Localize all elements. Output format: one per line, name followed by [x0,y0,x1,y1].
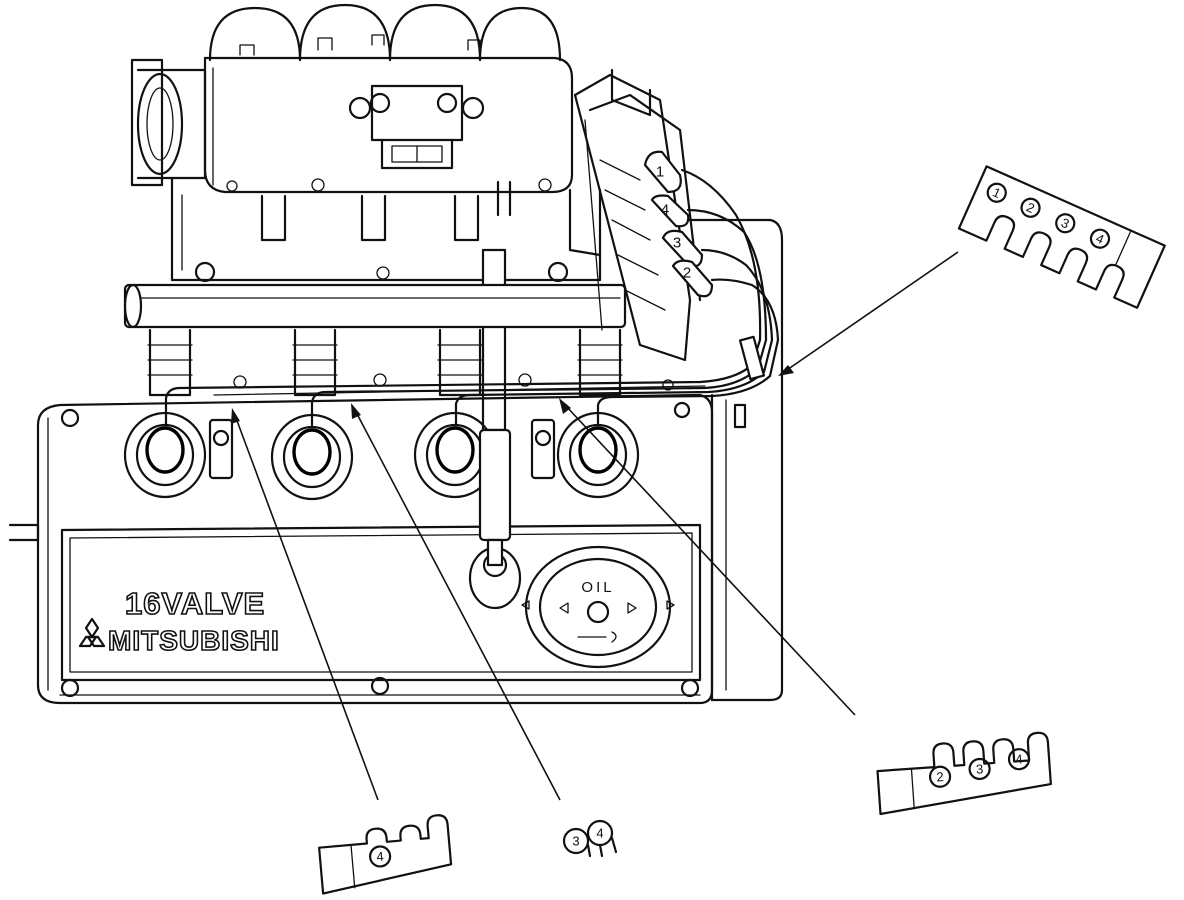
holder-br-label-4: 4 [1015,751,1023,766]
leader-lines [231,251,959,801]
intake-manifold [130,3,602,432]
arrowhead-bottom-center-icon [351,403,361,419]
leader-top-right [783,251,959,373]
dipstick-handle [468,428,522,610]
cover-text-mitsubishi: MITSUBISHI [108,625,280,656]
arrowhead-bottom-right-icon [559,398,571,414]
holder-br-label-2: 2 [936,769,944,784]
arrowhead-top-right-icon [778,365,794,376]
coil-terminal-1-label: 1 [656,164,664,181]
coil-terminal-3-label: 3 [673,235,681,252]
valve-cover-branding: 16VALVE MITSUBISHI [78,585,280,657]
cover-text-16valve: 16VALVE [125,586,265,621]
spark-plug-wires [164,168,780,427]
fuel-injectors [147,328,623,397]
clip-label-4: 4 [596,826,603,841]
wire-holder-top-right: 1 2 3 4 [957,165,1166,309]
spark-plug-well-1 [123,411,207,499]
oil-cap-label: OIL [581,579,614,596]
wire-clip-bottom-center: 3 4 [562,819,618,858]
coil-terminal-4-label: 4 [661,202,669,219]
leader-bottom-left [235,417,379,801]
coil-terminal-1: 1 [643,150,682,194]
ignition-coil-pack [573,68,702,362]
spark-plug-well-2 [270,413,354,501]
clip-label-3: 3 [572,834,579,849]
leader-bottom-right [564,404,856,716]
coil-terminal-2: 2 [671,259,714,298]
arrowhead-bottom-left-icon [231,408,240,424]
fuel-rail [123,283,627,329]
coil-terminal-2-label: 2 [683,265,691,282]
coil-terminal-4: 4 [650,194,690,228]
wire-clip-posts [208,418,556,480]
holder-br-label-3: 3 [975,761,983,776]
wire-holder-bottom-right: 2 3 4 [876,731,1052,816]
holder-bl-label-4: 4 [376,849,385,865]
wire-holder-bottom-left: 4 [318,814,453,895]
mitsubishi-logo-icon [78,617,106,648]
leader-bottom-center [355,411,561,801]
oil-filler-cap: OIL [521,545,675,669]
